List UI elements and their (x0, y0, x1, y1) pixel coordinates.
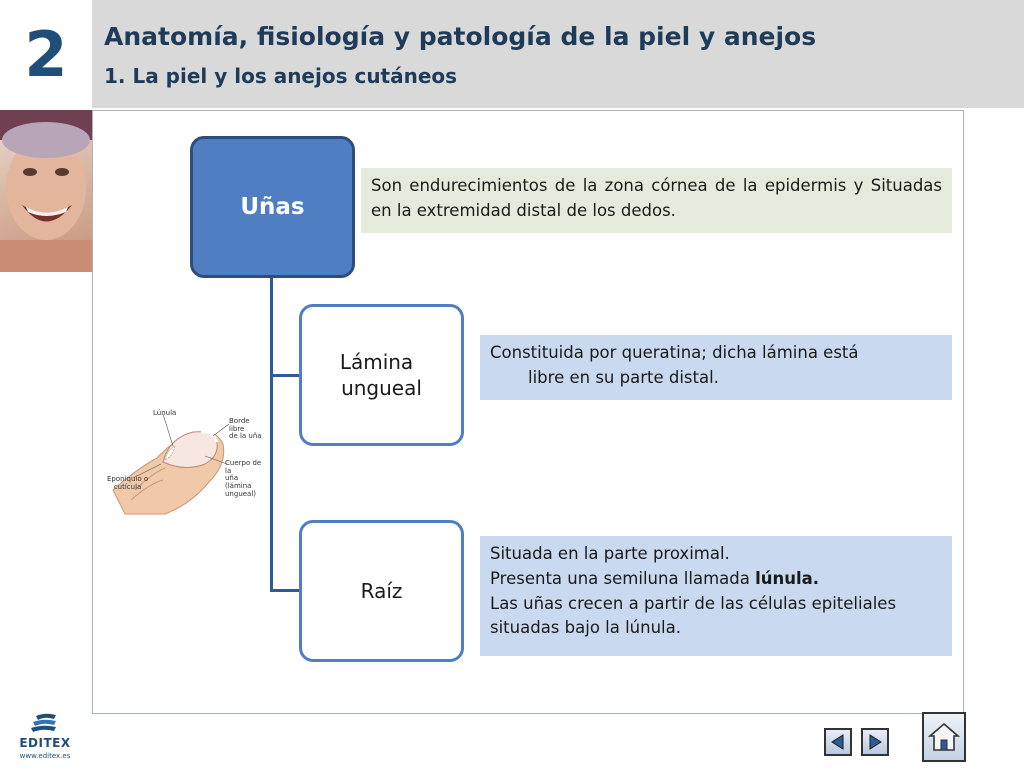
finger-drawing (112, 413, 230, 515)
header-band (92, 0, 1024, 108)
connector-lamina (270, 374, 300, 377)
node-unas-label: Uñas (240, 194, 305, 220)
node-raiz-label: Raíz (360, 579, 403, 603)
home-button[interactable] (922, 712, 966, 762)
node-lamina-label-1: Lámina (339, 350, 414, 374)
description-unas: Son endurecimientos de la zona córnea de… (361, 168, 952, 233)
editex-logo-icon (31, 713, 56, 732)
label-eponiquio-line-2: cutícula (113, 482, 142, 491)
label-borde-line-2: de la uña (229, 432, 262, 441)
description-lamina-line-1: Constituida por queratina; dicha lámina … (490, 343, 859, 362)
connector-raiz (270, 589, 300, 592)
chapter-number: 2 (24, 17, 68, 91)
house-icon (927, 722, 961, 751)
page-subtitle: 1. La piel y los anejos cutáneos (104, 64, 458, 88)
description-raiz-line-2-text: Presenta una semiluna llamada (490, 568, 756, 588)
portrait-photo (0, 110, 92, 272)
description-raiz-line-3: Las uñas crecen a partir de las células … (490, 593, 897, 613)
label-eponiquio: Eponiquio o cutícula (107, 475, 149, 491)
editex-logo-url: www.editex.es (19, 752, 71, 760)
description-lamina-ungueal: Constituida por queratina; dicha lámina … (480, 335, 952, 400)
node-lamina-label-2: ungueal (341, 376, 422, 400)
fingernail-illustration: Lúnula Borde libre de la uña Cuerpo de l… (105, 380, 265, 520)
previous-slide-button[interactable] (824, 728, 852, 756)
node-raiz: Raíz (299, 520, 464, 662)
connector-vertical (270, 278, 273, 592)
label-cuerpo-line-1: Cuerpo de la (225, 459, 262, 475)
label-cuerpo-line-3: ungueal) (225, 489, 257, 498)
description-raiz-lunula: lúnula. (755, 568, 820, 588)
label-borde-line-1: Borde libre (229, 417, 250, 433)
triangle-left-icon (831, 734, 844, 750)
editex-logo-text: EDITEX (19, 736, 71, 750)
description-raiz-line-2: Presenta una semiluna llamada lúnula. (490, 567, 942, 592)
label-borde-libre: Borde libre de la uña (229, 417, 265, 441)
label-eponiquio-line-1: Eponiquio o (107, 475, 149, 483)
next-slide-button[interactable] (861, 728, 889, 756)
node-lamina-ungueal: Lámina ungueal (299, 304, 464, 446)
label-cuerpo-line-2: uña (lámina (225, 474, 252, 491)
description-lamina-line-2: libre en su parte distal. (528, 367, 719, 387)
node-unas: Uñas (190, 136, 355, 278)
description-raiz-line-4: situadas bajo la lúnula. (490, 618, 681, 638)
triangle-right-icon (869, 734, 882, 750)
description-raiz: Situada en la parte proximal. Presenta u… (480, 536, 952, 656)
editex-logo[interactable]: EDITEX www.editex.es (14, 712, 76, 762)
label-cuerpo-una: Cuerpo de la uña (lámina ungueal) (225, 459, 265, 498)
description-raiz-line-1: Situada en la parte proximal. (490, 544, 730, 563)
label-lunula: Lúnula (153, 409, 177, 417)
page-title: Anatomía, fisiología y patología de la p… (104, 22, 817, 51)
